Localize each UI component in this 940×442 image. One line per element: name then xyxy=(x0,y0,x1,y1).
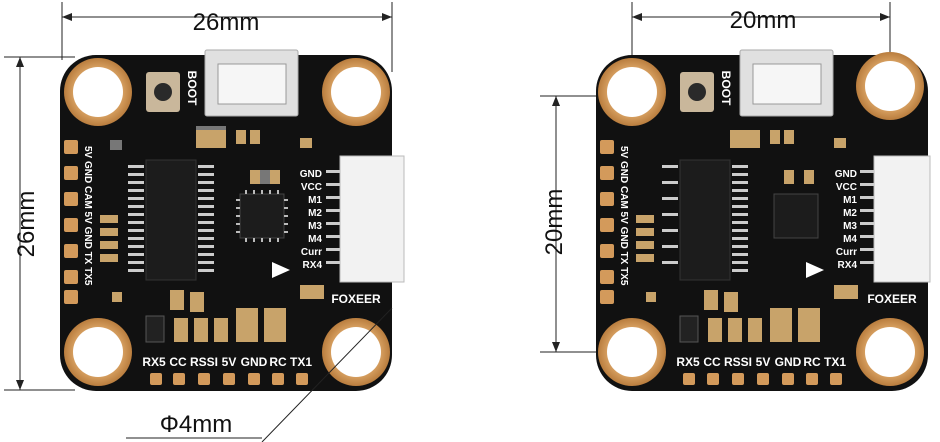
right-bottom-label-cc: CC xyxy=(703,355,721,369)
right-boot-label: BOOT xyxy=(719,71,733,106)
left-ic-pins xyxy=(128,165,214,272)
left-hole-label: Φ4mm xyxy=(160,411,232,438)
right-mount-holes xyxy=(598,52,924,386)
left-arrow-icon xyxy=(272,262,290,278)
right-bottom-label-rssi: RSSI xyxy=(724,355,752,369)
left-connector-labels: GND VCC M1 M2 M3 M4 Curr RX4 xyxy=(300,169,323,271)
left-conn-label-curr: Curr xyxy=(301,247,322,258)
right-connector-pins xyxy=(860,170,874,264)
right-small-components xyxy=(704,130,858,312)
left-dim-top xyxy=(61,2,393,72)
left-conn-label-m2: M2 xyxy=(308,208,322,219)
right-conn-label-vcc: VCC xyxy=(836,182,857,193)
left-dim-top-label: 26mm xyxy=(193,9,260,36)
left-mount-holes xyxy=(64,58,390,386)
left-conn-label-m1: M1 xyxy=(308,195,322,206)
left-side-labels: 5V GND CAM 5V GND TX TX5 xyxy=(82,146,93,286)
left-main-ic xyxy=(145,159,197,281)
left-dim-side xyxy=(4,56,75,391)
right-main-ic xyxy=(679,159,731,281)
right-conn-label-m3: M3 xyxy=(843,221,857,232)
left-dim-side-label: 26mm xyxy=(13,191,40,258)
left-mcu-pins xyxy=(236,190,288,242)
left-conn-label-gnd: GND xyxy=(300,169,322,180)
right-conn-label-m4: M4 xyxy=(843,234,857,245)
left-caps xyxy=(110,126,270,184)
left-bottom-label-rssi: RSSI xyxy=(190,355,218,369)
right-bottom-label-rx5: RX5 xyxy=(676,355,700,369)
right-bottom-label-rc: RC xyxy=(803,355,821,369)
left-boot-label: BOOT xyxy=(185,71,199,106)
left-mcu xyxy=(239,193,285,239)
right-connector-labels: GND VCC M1 M2 M3 M4 Curr RX4 xyxy=(835,169,858,271)
right-conn-label-m1: M1 xyxy=(843,195,857,206)
left-conn-label-rx4: RX4 xyxy=(303,260,323,271)
left-bottom-label-rc: RC xyxy=(269,355,287,369)
left-conn-label-vcc: VCC xyxy=(301,182,322,193)
left-bottom-label-gnd: GND xyxy=(241,355,268,369)
right-brand: FOXEER xyxy=(867,292,917,306)
right-dim-top-label: 20mm xyxy=(730,7,797,34)
right-conn-label-m2: M2 xyxy=(843,208,857,219)
left-bottom-components xyxy=(112,292,286,343)
right-conn-label-rx4: RX4 xyxy=(838,260,858,271)
right-bottom-pads xyxy=(683,373,842,385)
right-board: 20mm 20mm BOOT xyxy=(540,2,931,391)
left-bottom-label-rx5: RX5 xyxy=(142,355,166,369)
left-board: 26mm 26mm BOOT xyxy=(4,2,405,442)
right-conn-label-gnd: GND xyxy=(835,169,857,180)
left-bottom-label-tx1: TX1 xyxy=(290,355,312,369)
left-bottom-label-cc: CC xyxy=(169,355,187,369)
left-side-pads xyxy=(64,140,78,304)
left-conn-label-m3: M3 xyxy=(308,221,322,232)
right-bottom-components xyxy=(646,292,820,343)
right-dim-side-label: 20mm xyxy=(541,189,568,256)
left-brand: FOXEER xyxy=(331,292,381,306)
right-bottom-label-gnd: GND xyxy=(775,355,802,369)
left-resistors xyxy=(100,215,118,262)
left-connector-pins xyxy=(326,170,340,264)
right-side-pads xyxy=(600,140,614,304)
right-arrow-icon xyxy=(806,262,824,278)
left-conn-label-m4: M4 xyxy=(308,234,322,245)
left-hole-leader xyxy=(261,307,393,442)
right-bottom-label-5v: 5V xyxy=(756,355,771,369)
left-motor-connector xyxy=(339,155,405,283)
right-bottom-label-tx1: TX1 xyxy=(824,355,846,369)
right-ic-pins xyxy=(662,165,748,272)
left-bottom-pads xyxy=(150,373,308,385)
right-mcu xyxy=(773,193,819,239)
left-bottom-label-5v: 5V xyxy=(222,355,237,369)
right-motor-connector xyxy=(873,155,931,283)
right-resistors xyxy=(636,215,654,262)
left-small-components xyxy=(170,130,324,312)
right-conn-label-curr: Curr xyxy=(836,247,857,258)
left-bottom-labels: RX5 CC RSSI 5V GND RC TX1 xyxy=(142,355,312,369)
right-bottom-labels: RX5 CC RSSI 5V GND RC TX1 xyxy=(676,355,846,369)
right-side-labels: 5V GND CAM 5V GND TX TX5 xyxy=(618,146,629,286)
